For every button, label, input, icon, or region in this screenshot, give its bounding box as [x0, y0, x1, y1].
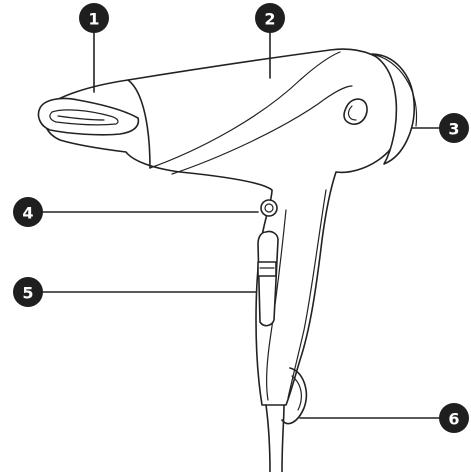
- dryer-body: [37, 48, 418, 472]
- callout-number: 1: [88, 10, 99, 29]
- rear-cap: [371, 53, 415, 165]
- nozzle-inner-curve: [57, 115, 105, 121]
- callout-number: 2: [264, 10, 275, 29]
- callout-badge-6: 6: [439, 403, 469, 433]
- speed-switch: [257, 230, 279, 327]
- power-cord-edge: [281, 404, 285, 472]
- barrel-outline: [43, 48, 405, 406]
- body-contour-upper: [149, 51, 341, 169]
- hanging-loop-inner: [291, 375, 302, 411]
- nozzle-inner: [49, 109, 119, 126]
- callout-badge-5: 5: [13, 277, 43, 307]
- callout-badge-2: 2: [255, 3, 285, 33]
- callout-number: 4: [22, 204, 33, 223]
- power-cord: [265, 404, 271, 472]
- callout-badge-1: 1: [79, 3, 109, 33]
- side-ring: [343, 98, 368, 125]
- callout-number: 5: [22, 284, 33, 303]
- handle-inner-contour: [266, 209, 287, 401]
- nozzle-seam: [127, 79, 151, 169]
- nozzle-mouth: [37, 97, 140, 136]
- leader-lines: [31, 27, 453, 419]
- callout-badge-3: 3: [439, 113, 469, 143]
- rear-cap-rim: [371, 53, 418, 127]
- callout-number: 6: [448, 410, 459, 429]
- callout-badge-4: 4: [13, 197, 43, 227]
- callout-number: 3: [448, 120, 459, 139]
- cool-shot-button: [260, 199, 278, 217]
- body-contour-lower: [171, 85, 353, 175]
- hanging-loop: [281, 367, 308, 425]
